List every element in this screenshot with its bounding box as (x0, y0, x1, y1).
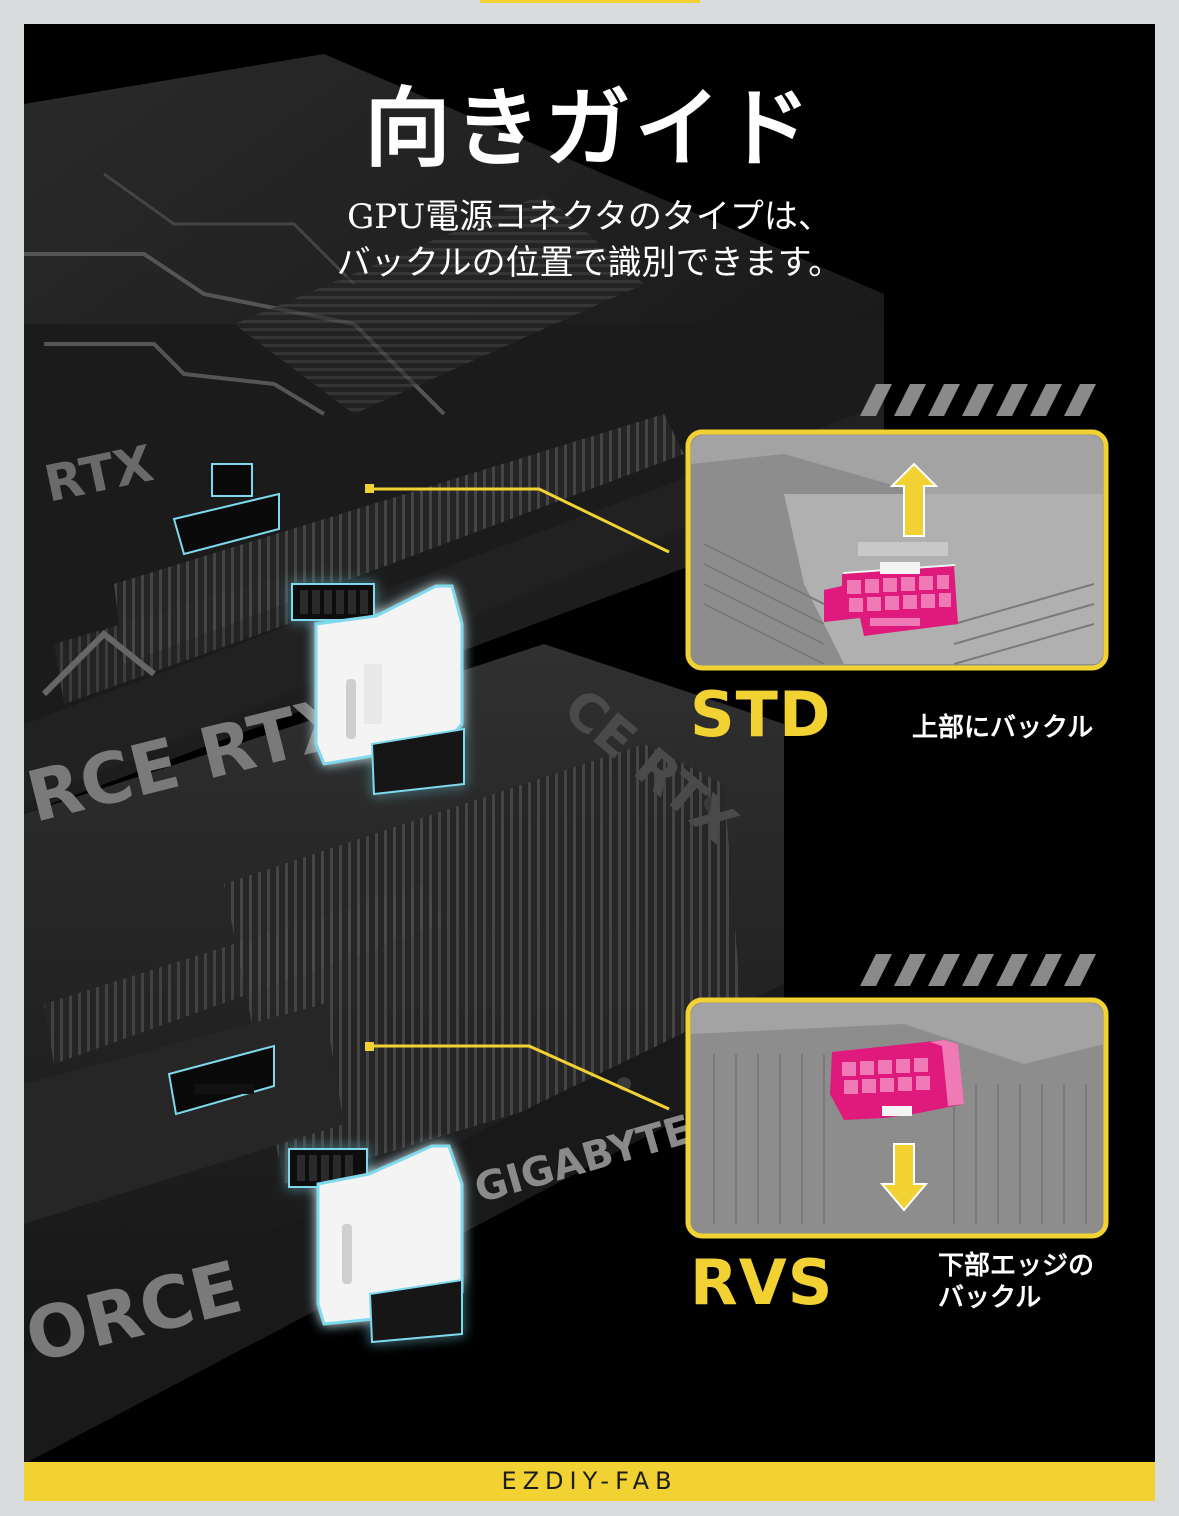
std-adapter (291, 583, 465, 796)
hazard-stripes-icon (860, 384, 1096, 416)
rvs-description-line-2: バックル (938, 1283, 1042, 1313)
arrow-up-icon (889, 462, 939, 537)
rvs-description: 下部エッジの バックル (938, 1250, 1094, 1314)
hazard-stripes-icon (860, 954, 1096, 986)
page-title: 向きガイド (364, 78, 815, 179)
page-subtitle: GPU電源コネクタのタイプは、 バックルの位置で識別できます。 (24, 194, 1155, 286)
footer-brand-text: EZDIY-FAB (501, 1467, 678, 1495)
rvs-adapter (288, 1144, 464, 1344)
subtitle-line-1: GPU電源コネクタのタイプは、 (347, 197, 832, 237)
rvs-callout-box (685, 997, 1109, 1239)
footer-brand-bar: EZDIY-FAB (24, 1462, 1155, 1501)
top-accent-bar (480, 0, 700, 3)
top-card-power-socket (172, 463, 280, 556)
rvs-leader-line (365, 1042, 670, 1111)
gpu-illustration: RTX RCE RTX CE RTX ORCE GIGABYTE (24, 54, 1109, 1464)
rvs-connector-diagram (830, 1040, 964, 1120)
guide-panel: RTX RCE RTX CE RTX ORCE GIGABYTE (24, 24, 1155, 1501)
arrow-down-icon (879, 1143, 929, 1212)
bottom-card-power-socket (167, 1044, 275, 1116)
top-strip (0, 0, 1179, 24)
std-connector-diagram (824, 562, 958, 636)
rvs-type-label: RVS (690, 1246, 834, 1319)
std-type-label: STD (690, 678, 832, 751)
std-leader-line (365, 484, 670, 554)
std-callout-box (685, 429, 1109, 671)
rvs-description-line-1: 下部エッジの (938, 1251, 1095, 1281)
subtitle-line-2: バックルの位置で識別できます。 (336, 243, 843, 283)
std-description: 上部にバックル (912, 713, 1094, 743)
